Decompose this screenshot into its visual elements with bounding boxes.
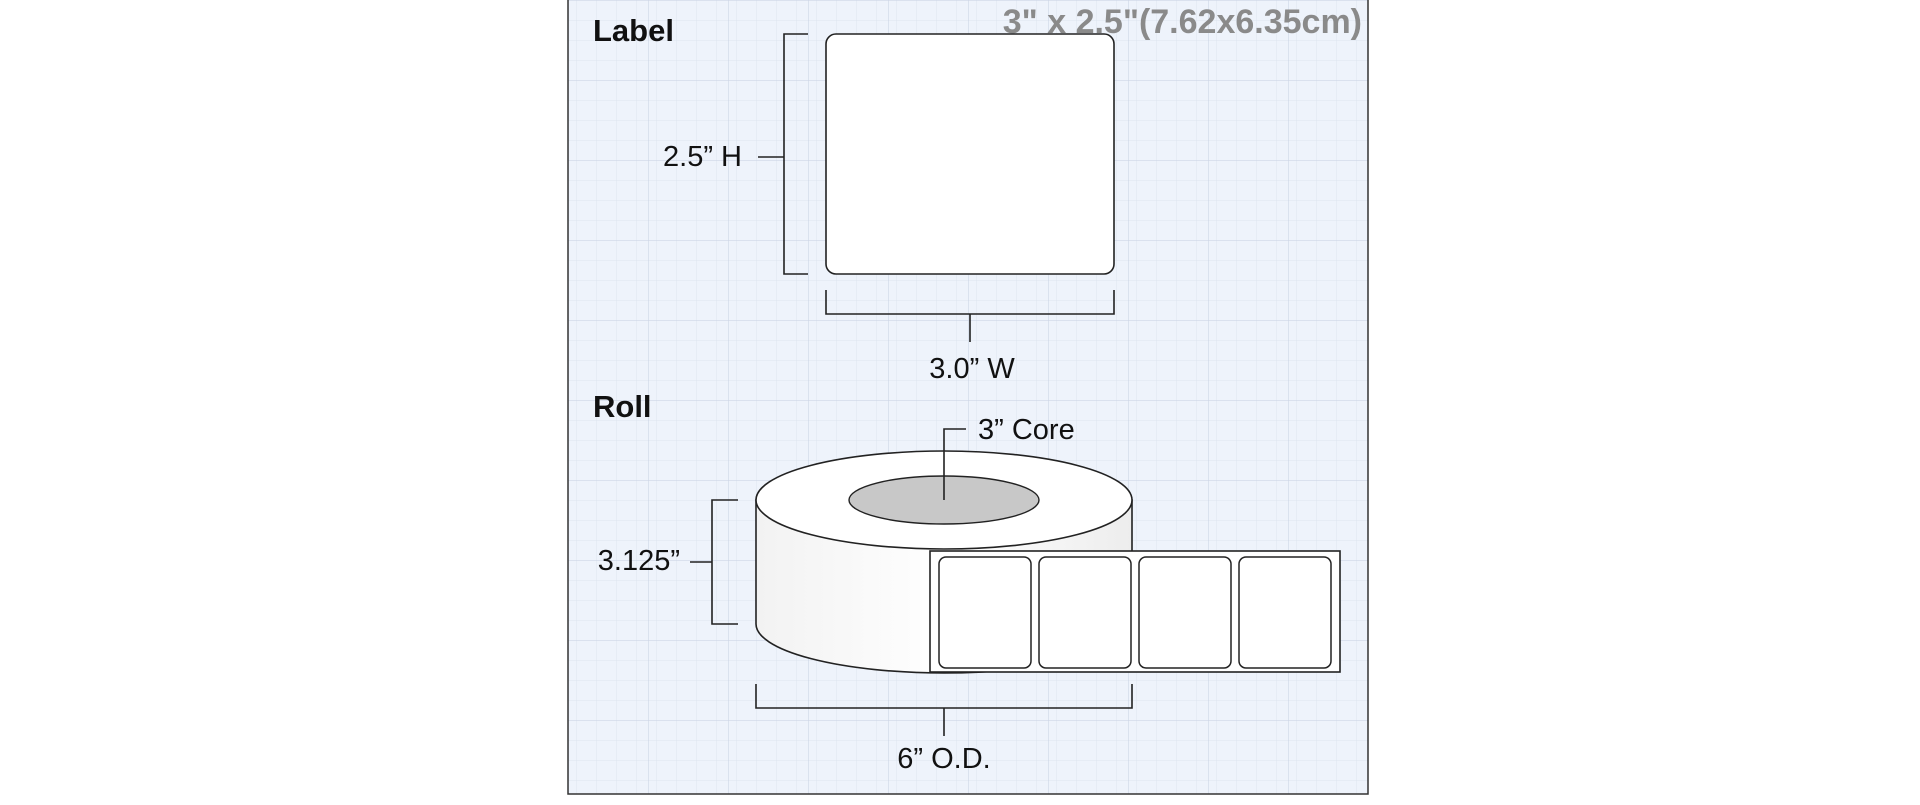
roll-label-1 xyxy=(938,556,1032,669)
core-dimension: 3” Core xyxy=(978,414,1075,446)
roll-width-bracket xyxy=(690,499,738,625)
roll-label-2 xyxy=(1038,556,1132,669)
label-width-bracket xyxy=(825,290,1115,342)
roll-labels xyxy=(938,556,1332,669)
roll-od-bracket xyxy=(755,684,1133,736)
panel-border xyxy=(567,0,1369,795)
roll-width-dimension: 3.125” xyxy=(598,545,680,577)
label-height-bracket xyxy=(758,33,808,275)
core-callout-line xyxy=(943,428,966,500)
roll-label-3 xyxy=(1138,556,1232,669)
roll-label-4 xyxy=(1238,556,1332,669)
roll-section-heading: Roll xyxy=(593,389,652,424)
label-width-dimension: 3.0” W xyxy=(929,353,1015,385)
label-section-heading: Label xyxy=(593,13,674,48)
label-height-dimension: 2.5” H xyxy=(663,141,742,173)
roll-od-dimension: 6” O.D. xyxy=(897,743,990,775)
label-shape xyxy=(825,33,1115,275)
